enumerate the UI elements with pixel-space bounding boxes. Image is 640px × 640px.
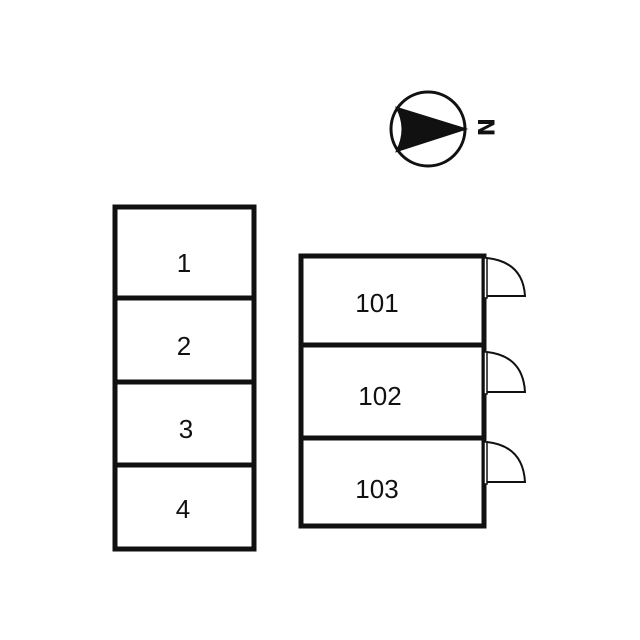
- door-icon: [483, 351, 527, 395]
- parking-slot-label: 3: [179, 414, 193, 444]
- parking-slot-label: 1: [177, 248, 191, 278]
- compass: N: [389, 90, 497, 168]
- building: 101 102 103: [298, 253, 527, 529]
- unit-label: 102: [358, 381, 401, 411]
- parking-outline: [112, 204, 257, 552]
- north-label: N: [472, 118, 497, 136]
- north-arrow-icon: [395, 106, 469, 153]
- door-icon: [483, 441, 527, 485]
- unit-label: 101: [355, 288, 398, 318]
- unit-label: 103: [355, 474, 398, 504]
- parking-slot-label: 4: [176, 494, 190, 524]
- parking-slot-label: 2: [177, 331, 191, 361]
- door-icon: [483, 257, 527, 299]
- parking-area: 1 2 3 4: [112, 204, 257, 552]
